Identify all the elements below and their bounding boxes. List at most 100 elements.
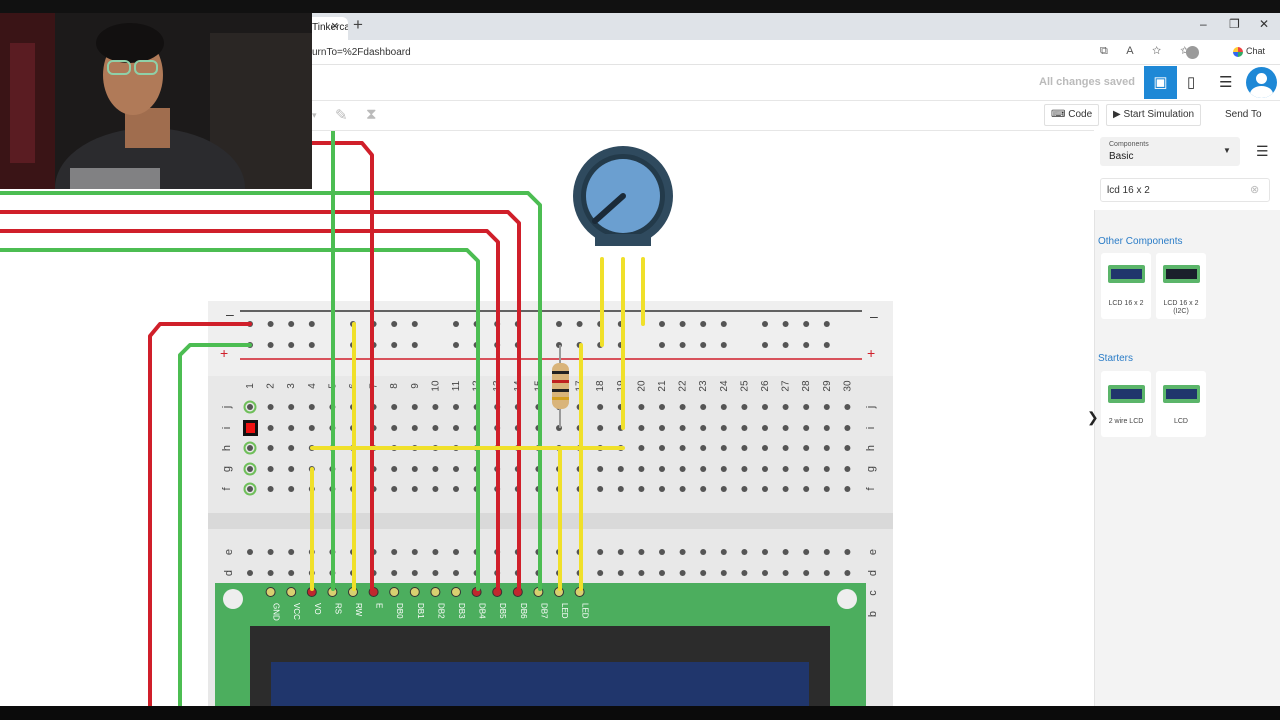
breadboard-hole[interactable] bbox=[288, 549, 295, 555]
breadboard-hole[interactable] bbox=[247, 466, 253, 472]
breadboard-hole[interactable] bbox=[700, 425, 707, 431]
rail-hole[interactable] bbox=[782, 342, 789, 348]
rail-hole[interactable] bbox=[782, 321, 789, 327]
breadboard-hole[interactable] bbox=[782, 486, 789, 492]
breadboard-hole[interactable] bbox=[432, 466, 439, 472]
breadboard-hole[interactable] bbox=[391, 570, 398, 576]
rail-hole[interactable] bbox=[576, 321, 583, 327]
breadboard-hole[interactable] bbox=[782, 570, 789, 576]
breadboard-hole[interactable] bbox=[597, 425, 604, 431]
breadboard-hole[interactable] bbox=[308, 404, 315, 410]
rail-hole[interactable] bbox=[700, 321, 707, 327]
breadboard-hole[interactable] bbox=[782, 466, 789, 472]
resistor[interactable] bbox=[552, 363, 569, 409]
breadboard-hole[interactable] bbox=[762, 425, 768, 431]
chevron-down-icon[interactable]: ▼ bbox=[1223, 146, 1231, 155]
breadboard-hole[interactable] bbox=[803, 445, 810, 451]
breadboard-circuit[interactable]: ––++123456789101112131415161718192021222… bbox=[0, 131, 1094, 706]
breadboard-hole[interactable] bbox=[288, 486, 295, 492]
url-text[interactable]: urnTo=%2Fdashboard bbox=[312, 47, 411, 58]
highlighted-hole[interactable] bbox=[243, 441, 257, 455]
send-to-button[interactable]: Send To bbox=[1218, 104, 1269, 126]
code-button[interactable]: ⌨ Code bbox=[1044, 104, 1100, 126]
rail-hole[interactable] bbox=[288, 321, 295, 327]
breadboard-hole[interactable] bbox=[638, 425, 645, 431]
breadboard-hole[interactable] bbox=[679, 425, 686, 431]
green-wire[interactable] bbox=[0, 248, 480, 591]
breadboard-hole[interactable] bbox=[700, 445, 707, 451]
breadboard-hole[interactable] bbox=[720, 466, 727, 472]
breadboard-hole[interactable] bbox=[391, 486, 398, 492]
starter-card-2-wire-lcd[interactable]: 2 wire LCD bbox=[1101, 371, 1151, 437]
breadboard-hole[interactable] bbox=[411, 570, 418, 576]
rail-hole[interactable] bbox=[267, 342, 274, 348]
breadboard-hole[interactable] bbox=[411, 466, 418, 472]
lcd-pin[interactable] bbox=[409, 587, 420, 597]
red-wire[interactable] bbox=[310, 141, 374, 591]
breadboard-hole[interactable] bbox=[267, 425, 274, 431]
breadboard-hole[interactable] bbox=[247, 404, 253, 410]
breadboard-hole[interactable] bbox=[700, 486, 707, 492]
breadboard-hole[interactable] bbox=[679, 486, 686, 492]
rail-hole[interactable] bbox=[823, 321, 830, 327]
schematic-view-icon[interactable]: ▯ bbox=[1187, 74, 1196, 91]
breadboard-hole[interactable] bbox=[267, 404, 274, 410]
breadboard-hole[interactable] bbox=[638, 466, 645, 472]
components-category-select[interactable] bbox=[1100, 137, 1240, 166]
breadboard-hole[interactable] bbox=[803, 486, 810, 492]
breadboard-hole[interactable] bbox=[741, 549, 748, 555]
breadboard-hole[interactable] bbox=[823, 570, 830, 576]
breadboard-hole[interactable] bbox=[638, 445, 645, 451]
breadboard-hole[interactable] bbox=[844, 445, 851, 451]
rail-hole[interactable] bbox=[267, 321, 274, 327]
breadboard-hole[interactable] bbox=[844, 549, 851, 555]
highlighted-hole[interactable] bbox=[243, 462, 257, 476]
breadboard-hole[interactable] bbox=[659, 425, 665, 431]
rail-hole[interactable] bbox=[700, 342, 707, 348]
lcd-pin[interactable] bbox=[430, 587, 441, 597]
breadboard-hole[interactable] bbox=[762, 570, 768, 576]
breadboard-hole[interactable] bbox=[659, 549, 665, 555]
rail-hole[interactable] bbox=[762, 342, 768, 348]
breadboard-hole[interactable] bbox=[247, 570, 253, 576]
red-wire[interactable] bbox=[0, 229, 500, 591]
components-select-value[interactable]: Basic bbox=[1109, 151, 1134, 162]
clear-search-icon[interactable]: ⊗ bbox=[1250, 184, 1260, 196]
rail-hole[interactable] bbox=[411, 321, 418, 327]
breadboard-hole[interactable] bbox=[411, 404, 418, 410]
breadboard-hole[interactable] bbox=[267, 486, 274, 492]
red-wire[interactable] bbox=[148, 322, 252, 706]
breadboard-hole[interactable] bbox=[411, 425, 418, 431]
breadboard-hole[interactable] bbox=[741, 445, 748, 451]
breadboard-hole[interactable] bbox=[762, 486, 768, 492]
breadboard-hole[interactable] bbox=[679, 570, 686, 576]
rail-hole[interactable] bbox=[391, 321, 398, 327]
breadboard-hole[interactable] bbox=[700, 404, 707, 410]
breadboard-hole[interactable] bbox=[267, 466, 274, 472]
breadboard-hole[interactable] bbox=[247, 549, 253, 555]
breadboard-hole[interactable] bbox=[432, 404, 439, 410]
breadboard-hole[interactable] bbox=[267, 445, 274, 451]
rail-hole[interactable] bbox=[823, 342, 830, 348]
breadboard-hole[interactable] bbox=[597, 570, 604, 576]
breadboard-hole[interactable] bbox=[844, 404, 851, 410]
breadboard-hole[interactable] bbox=[803, 425, 810, 431]
note-tool-icon[interactable]: ✎ bbox=[335, 107, 348, 124]
breadboard-hole[interactable] bbox=[288, 404, 295, 410]
breadboard-hole[interactable] bbox=[288, 425, 295, 431]
breadboard-hole[interactable] bbox=[762, 466, 768, 472]
breadboard-hole[interactable] bbox=[453, 466, 459, 472]
breadboard-hole[interactable] bbox=[432, 570, 439, 576]
address-bar-icons[interactable]: ⧉ A ☆ ✩ bbox=[1100, 45, 1198, 57]
breadboard-hole[interactable] bbox=[803, 570, 810, 576]
breadboard-hole[interactable] bbox=[597, 549, 604, 555]
breadboard-hole[interactable] bbox=[247, 445, 253, 451]
list-view-icon[interactable]: ☰ bbox=[1256, 143, 1269, 159]
rail-hole[interactable] bbox=[288, 342, 295, 348]
breadboard-hole[interactable] bbox=[391, 466, 398, 472]
lcd-pin[interactable] bbox=[389, 587, 400, 597]
breadboard-hole[interactable] bbox=[659, 466, 665, 472]
rail-hole[interactable] bbox=[679, 342, 686, 348]
dropdown-caret-icon[interactable]: ▾ bbox=[312, 110, 317, 120]
lcd-pin[interactable] bbox=[265, 587, 276, 597]
